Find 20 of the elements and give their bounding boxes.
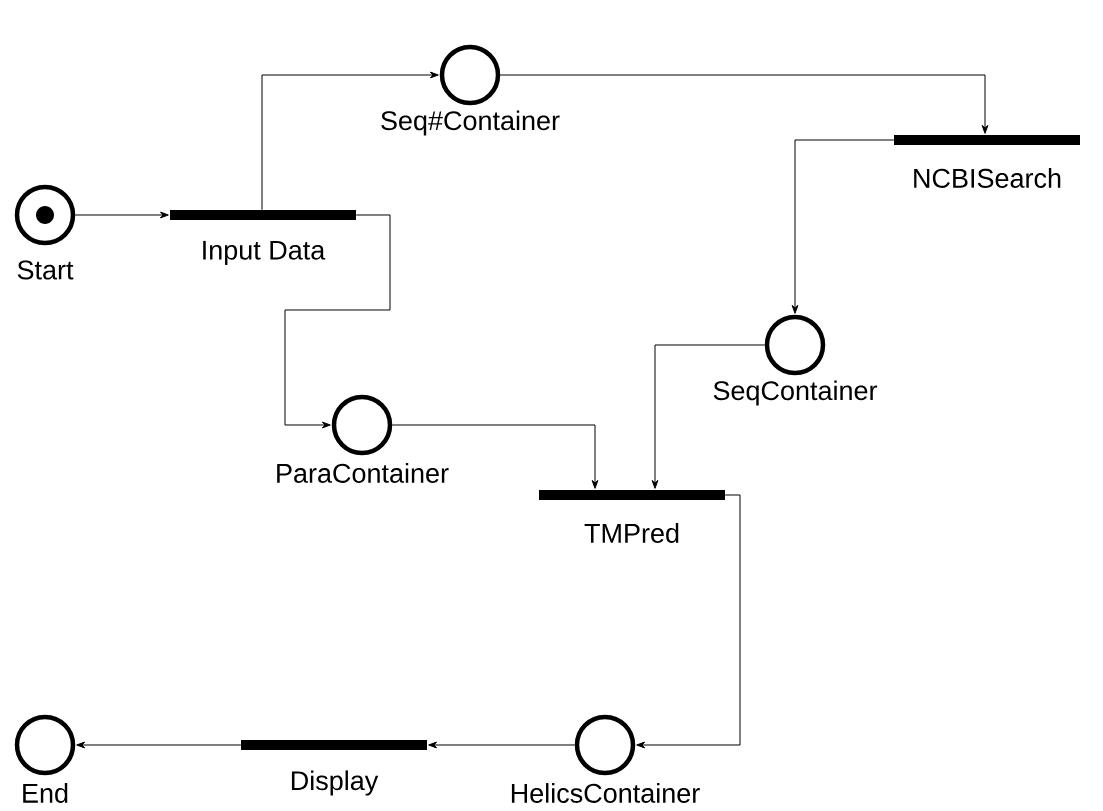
arrow xyxy=(284,214,391,429)
arrow xyxy=(499,74,989,134)
node-label: ParaContainer xyxy=(277,463,449,483)
node-label: Display xyxy=(291,770,379,796)
arrow xyxy=(651,344,766,489)
node-label: SeqContainer xyxy=(713,380,878,406)
node-label: NCBISearch xyxy=(914,168,1061,188)
arrow xyxy=(636,494,741,749)
node-label: Start xyxy=(17,260,74,280)
arrow xyxy=(261,71,439,211)
arrow xyxy=(428,741,576,749)
node-label: TMPred xyxy=(584,523,679,543)
arrow xyxy=(791,139,895,314)
node-label: Input Data xyxy=(203,240,326,266)
arrow xyxy=(391,424,599,489)
node-label: HelicsContainer xyxy=(511,783,700,803)
node-label: End xyxy=(23,783,68,803)
arrow xyxy=(76,741,242,749)
arrow xyxy=(74,211,169,219)
node-label: Seq#Container xyxy=(381,110,560,136)
